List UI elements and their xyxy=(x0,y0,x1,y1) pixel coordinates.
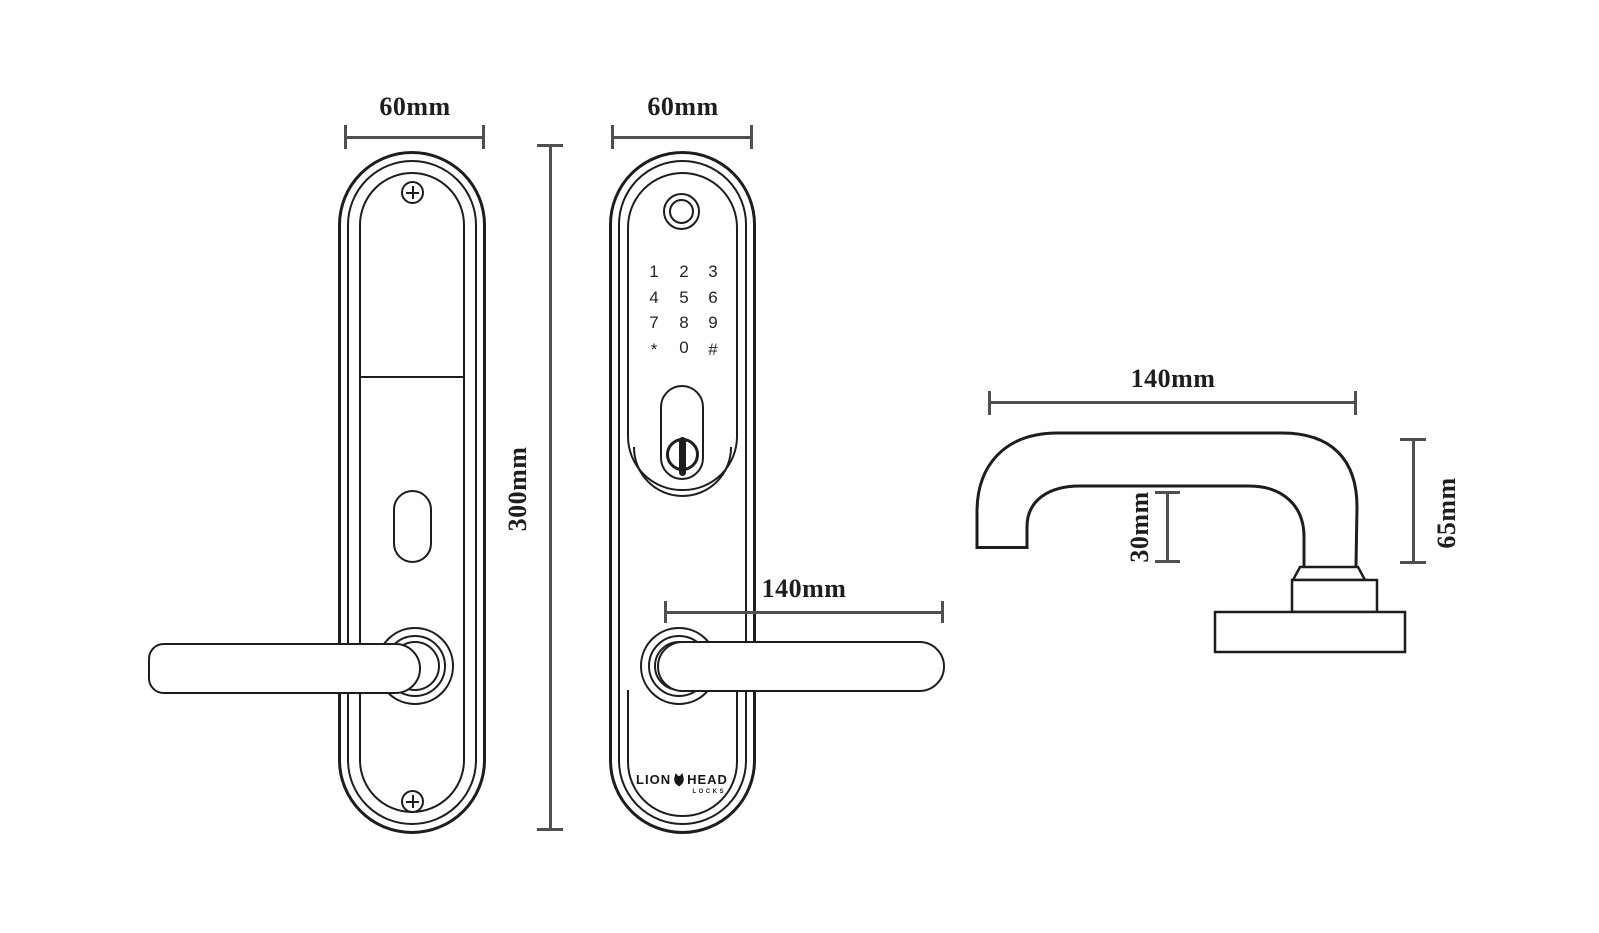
keypad-key: 2 xyxy=(679,262,689,281)
door-handle-lever xyxy=(657,641,945,692)
side-length-dim-label: 140mm xyxy=(1130,364,1216,393)
dim-tick xyxy=(537,144,563,147)
brand-logo: LION HEAD xyxy=(632,772,732,787)
screw-icon xyxy=(401,181,424,204)
dim-tick xyxy=(482,125,485,149)
back-plate-width-dim-line xyxy=(345,136,485,139)
side-length-dim-line xyxy=(989,401,1357,404)
dim-tick xyxy=(537,828,563,831)
front-plate-width-dim-line xyxy=(612,136,753,139)
keypad-key: 6 xyxy=(708,288,718,307)
dim-tick xyxy=(1400,438,1426,441)
keypad-key: 8 xyxy=(679,313,689,332)
keypad-key: 4 xyxy=(649,288,659,307)
logo-text-lion: LION xyxy=(636,772,672,787)
keypad-key: 7 xyxy=(649,313,659,332)
rose-base xyxy=(1213,610,1407,654)
keypad-key: 0 xyxy=(679,338,689,357)
handle-length-dim-label: 140mm xyxy=(761,574,847,603)
lever-outer-profile xyxy=(975,431,1359,567)
dim-tick xyxy=(750,125,753,149)
thumbturn-slot xyxy=(393,490,432,563)
door-handle-lever xyxy=(148,643,421,694)
dim-tick xyxy=(1400,561,1426,564)
dim-tick xyxy=(611,125,614,149)
fingerprint-sensor-inner xyxy=(669,199,694,224)
keypad-key: 3 xyxy=(708,262,718,281)
lion-head-icon xyxy=(673,772,685,787)
screw-cross xyxy=(411,186,414,199)
lever-collar xyxy=(1290,565,1368,582)
dim-tick xyxy=(664,601,667,623)
logo-subtext: LOCKS xyxy=(692,789,726,795)
keypad-key: 1 xyxy=(649,262,659,281)
back-plate-width-dim-label: 60mm xyxy=(379,92,451,121)
side-height-dim-label: 65mm xyxy=(1432,477,1461,549)
dim-tick xyxy=(344,125,347,149)
keypad-key: * xyxy=(650,340,658,359)
back-plate-outer-outline xyxy=(338,151,486,834)
keyhole-slot xyxy=(679,437,686,476)
height-dim-label: 300mm xyxy=(503,446,532,532)
battery-cover-edge xyxy=(360,376,464,378)
back-plate-mid-outline xyxy=(347,160,477,825)
keypad-key: # xyxy=(708,340,718,359)
front-plate-width-dim-label: 60mm xyxy=(647,92,719,121)
keypad-key: 5 xyxy=(679,288,689,307)
lower-panel-arc xyxy=(627,690,738,817)
front-plate-outer-outline xyxy=(609,151,756,834)
grip-offset-dim-line xyxy=(1166,493,1169,563)
keypad-key: 9 xyxy=(708,313,718,332)
dim-tick xyxy=(941,601,944,623)
side-height-dim-line xyxy=(1412,440,1415,564)
dim-tick xyxy=(1155,491,1180,494)
height-dim-line xyxy=(549,146,552,830)
key-cylinder-escutcheon xyxy=(660,385,704,480)
screw-cross xyxy=(411,795,414,808)
dim-tick xyxy=(1354,391,1357,415)
lever-profile-drawing xyxy=(975,431,1407,654)
grip-offset-dim-label: 30mm xyxy=(1125,491,1154,563)
spindle-block xyxy=(1290,578,1379,614)
fingerprint-sensor-outer xyxy=(663,193,700,230)
screw-icon xyxy=(401,790,424,813)
logo-text-head: HEAD xyxy=(687,772,728,787)
dim-tick xyxy=(988,391,991,415)
lever-inner-profile xyxy=(1025,484,1306,566)
front-plate-mid-outline xyxy=(618,160,747,825)
dim-tick xyxy=(1155,560,1180,563)
handle-length-dim-line xyxy=(665,611,943,614)
